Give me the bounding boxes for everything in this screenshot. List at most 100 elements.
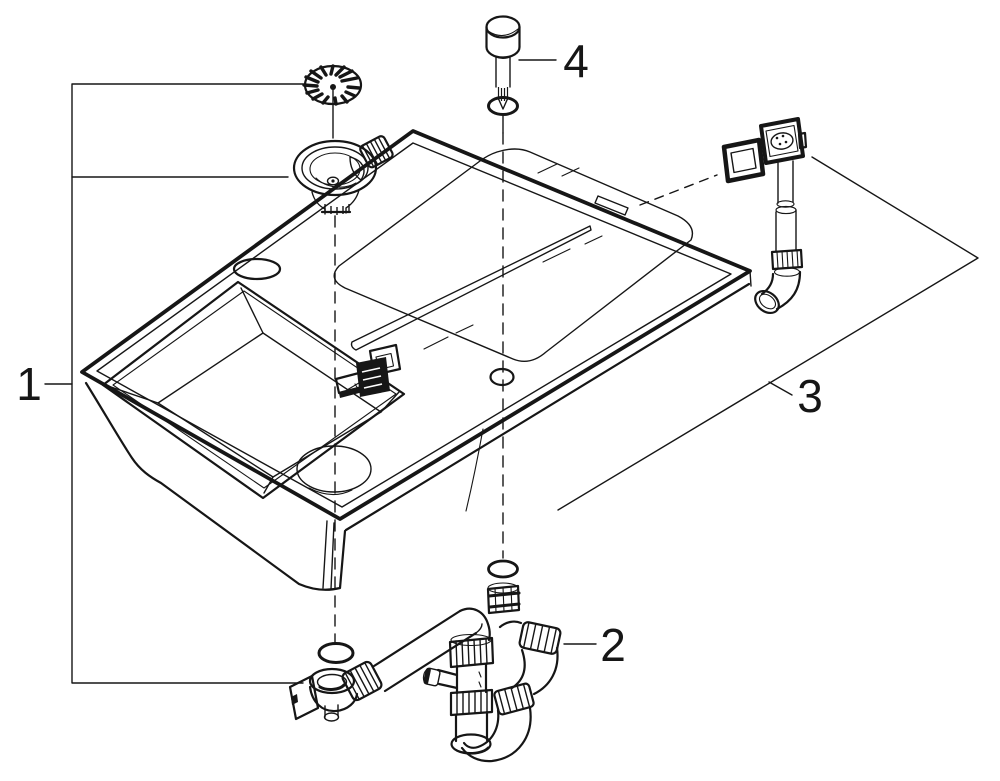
overflow-gasket-inner bbox=[730, 147, 757, 174]
basket-strainer-hub bbox=[326, 176, 340, 186]
bowl-interior bbox=[107, 287, 400, 496]
bowl-opening-outline bbox=[101, 280, 406, 500]
overflow-pipe bbox=[754, 160, 804, 315]
sink-drawing bbox=[80, 129, 752, 591]
overflow-dashed-line bbox=[639, 174, 718, 206]
faucet-hole bbox=[232, 257, 282, 281]
sink-skirt-left-edge bbox=[84, 381, 347, 591]
basket-strainer-floor-arc bbox=[315, 177, 357, 188]
assembly-guide-lines bbox=[332, 103, 718, 643]
callout-labels: 1 2 3 4 bbox=[16, 35, 823, 671]
part-3-leader-line bbox=[557, 156, 979, 511]
sink-skirt-corner-edge-2 bbox=[330, 522, 335, 590]
part-2-label: 2 bbox=[600, 619, 626, 671]
overflow-gasket bbox=[721, 137, 766, 184]
part-4-label: 4 bbox=[563, 35, 589, 87]
trap-u-pipe-inner bbox=[462, 708, 500, 749]
trap-diagonal-pipe-bottom bbox=[383, 631, 478, 693]
overflow-elbow-open-end bbox=[754, 289, 780, 315]
basket-strainer-drawing bbox=[292, 135, 394, 215]
trap-right-collar-top bbox=[518, 621, 562, 655]
overflow-cover-opening bbox=[770, 132, 794, 150]
trap-right-elbow-outer bbox=[532, 646, 559, 696]
bowl-wall-edge bbox=[263, 476, 274, 494]
rim-accent-dash bbox=[561, 167, 580, 177]
knob-top bbox=[485, 15, 521, 39]
housing-body bbox=[308, 685, 359, 713]
trap-collar-housing bbox=[341, 660, 383, 702]
trap-elbow-top-inner bbox=[475, 623, 483, 634]
bowl-wall-edge bbox=[380, 391, 400, 413]
strainer-plate-drawing bbox=[302, 64, 363, 106]
trap-collar-lower bbox=[449, 688, 494, 717]
drain-trap-drawing bbox=[288, 559, 562, 763]
trap-diagonal-pipe-top bbox=[372, 609, 462, 668]
part-3-label: 3 bbox=[797, 370, 823, 422]
drainboard-grooves bbox=[350, 163, 603, 351]
mounting-clip-drawing bbox=[334, 343, 402, 398]
knob-o-ring bbox=[487, 96, 519, 116]
housing-opening-shadow bbox=[318, 683, 346, 691]
rim-accent-dash bbox=[537, 163, 558, 174]
sink-rim-outline bbox=[80, 129, 752, 521]
overflow-cover-plate bbox=[759, 117, 805, 165]
clip-bracket-edge bbox=[339, 387, 363, 398]
trap-outlet-housing bbox=[288, 667, 359, 722]
overflow-pipe-nut bbox=[770, 248, 804, 277]
trap-right-collar-bottom bbox=[493, 682, 535, 716]
overflow-slot bbox=[594, 195, 629, 216]
bowl-drain-recess-front-arc bbox=[308, 487, 353, 496]
overflow-cover bbox=[759, 117, 808, 165]
strainer-plate-pin bbox=[330, 84, 336, 90]
trap-lock-nut bbox=[486, 582, 521, 615]
overflow-gasket-frame bbox=[721, 137, 766, 184]
sink-skirt-contour bbox=[465, 428, 484, 512]
trap-o-ring-left bbox=[317, 642, 355, 664]
sink-skirt-corner-edge bbox=[322, 520, 328, 589]
overflow-assembly-drawing bbox=[721, 117, 808, 315]
drainboard-groove-wedge bbox=[350, 225, 592, 351]
trap-u-pipe-outer bbox=[460, 706, 532, 763]
sink-right-corner-edge bbox=[749, 270, 752, 287]
bowl-wall-edge bbox=[107, 385, 159, 404]
drainboard-groove-dash bbox=[455, 324, 474, 334]
trap-bottom-cap-line bbox=[454, 746, 489, 754]
trap-nipple-cap bbox=[422, 667, 441, 687]
basket-strainer-vane bbox=[349, 156, 365, 181]
basket-strainer-ring bbox=[301, 146, 369, 190]
overflow-elbow-outer bbox=[775, 270, 802, 311]
trap-collar-upper bbox=[448, 633, 495, 669]
overflow-cover-tab bbox=[797, 131, 808, 150]
housing-end-cap bbox=[288, 674, 320, 721]
basket-strainer-hub-pin bbox=[331, 179, 335, 183]
part-3-leader-tick bbox=[768, 381, 793, 396]
housing-cap-mark bbox=[291, 694, 298, 705]
drainboard-groove-dash bbox=[542, 248, 571, 263]
part-1-label: 1 bbox=[16, 358, 42, 410]
trap-body-mark bbox=[478, 681, 482, 688]
drainboard-groove-dash bbox=[423, 336, 449, 350]
trap-o-ring-right bbox=[487, 559, 519, 579]
bowl-drain-recess bbox=[296, 445, 372, 493]
trap-body-mark bbox=[478, 671, 482, 678]
overflow-elbow-inner bbox=[760, 272, 775, 296]
trap-elbow-top bbox=[458, 607, 491, 642]
bowl-floor-outline bbox=[157, 332, 382, 478]
knob-hole bbox=[489, 367, 515, 387]
trap-bottom-cap bbox=[450, 733, 492, 755]
sink-skirt-right-edge bbox=[344, 282, 751, 532]
drainboard-groove-dash bbox=[584, 235, 603, 245]
overflow-cover-inner bbox=[765, 124, 799, 158]
part-1-bracket-line bbox=[71, 83, 304, 684]
overflow-elbow-bore bbox=[758, 293, 777, 310]
bowl-wall-edge bbox=[240, 287, 264, 334]
trap-right-elbow-inner bbox=[510, 648, 526, 690]
clip-plate-slots bbox=[361, 367, 383, 389]
knob-shaft-tip bbox=[498, 99, 508, 110]
trap-nipple-top bbox=[436, 668, 459, 677]
knob-bottom bbox=[485, 45, 521, 59]
callout-leader-lines bbox=[44, 59, 979, 684]
knob-face-line bbox=[487, 28, 519, 37]
